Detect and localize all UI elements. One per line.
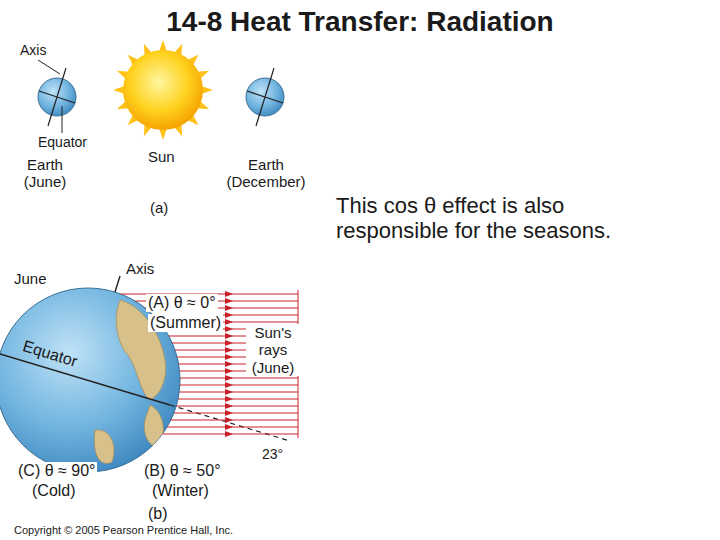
- sun-ray: [172, 343, 232, 344]
- sun-rays: [113, 40, 213, 140]
- equator-extension: [170, 405, 290, 441]
- sun-ray: [232, 427, 298, 428]
- sun-ray: [180, 385, 232, 386]
- earth-label: Earth (June): [14, 156, 76, 191]
- earth-small: [38, 78, 76, 116]
- continent: [144, 405, 163, 446]
- sun-ray: [232, 315, 298, 316]
- part-label: (a): [150, 199, 168, 216]
- angle-label: (C) θ ≈ 90°: [16, 462, 97, 480]
- sun: [123, 50, 203, 130]
- month-label: June: [14, 270, 47, 287]
- copyright-text: Copyright © 2005 Pearson Prentice Hall, …: [14, 524, 233, 537]
- angle-label: (A) θ ≈ 0°: [146, 294, 218, 312]
- sun-ray: [174, 413, 232, 414]
- leader-line: [38, 60, 60, 74]
- sun-ray: [162, 434, 232, 435]
- season-label: (Cold): [30, 482, 78, 500]
- equator-line: [247, 91, 283, 103]
- axis-label: Axis: [126, 260, 154, 277]
- continent: [94, 430, 114, 464]
- season-label: (Winter): [150, 482, 211, 500]
- sun-ray: [171, 420, 232, 421]
- sun-ray: [232, 294, 298, 295]
- sun-ray: [179, 392, 232, 393]
- sun-ray: [232, 378, 298, 379]
- rays-label: Sun's rays (June): [246, 324, 300, 376]
- part-label: (b): [148, 505, 168, 523]
- equator-label: Equator: [38, 134, 87, 150]
- sun-ray: [232, 322, 298, 323]
- sun-ray: [177, 357, 232, 358]
- earth-small: [246, 78, 284, 116]
- sun-ray: [232, 308, 298, 309]
- equator-line: [39, 91, 75, 103]
- sun-ray: [232, 413, 298, 414]
- sun-ray: [167, 427, 232, 428]
- angle-label: (B) θ ≈ 50°: [142, 462, 223, 480]
- earth-label: Earth (December): [218, 156, 314, 191]
- sun-ray: [180, 378, 232, 379]
- sun-ray: [232, 399, 298, 400]
- sun-ray: [232, 392, 298, 393]
- note-text: This cos θ effect is also responsible fo…: [336, 193, 676, 244]
- slide-title: 14-8 Heat Transfer: Radiation: [0, 6, 720, 38]
- sun-ray: [232, 385, 298, 386]
- axis-label: Axis: [20, 42, 46, 58]
- sun-ray: [176, 406, 232, 407]
- sun-ray: [180, 371, 232, 372]
- sun-ray: [175, 350, 232, 351]
- sun-ray: [232, 406, 298, 407]
- sun-ray: [169, 336, 232, 337]
- sun-ray: [232, 420, 298, 421]
- axis-line: [115, 276, 120, 292]
- sun-ray: [179, 364, 232, 365]
- sun-label: Sun: [148, 148, 175, 165]
- sun-ray: [232, 301, 298, 302]
- sun-ray: [178, 399, 232, 400]
- sun-ray: [232, 434, 298, 435]
- angle-label: 23°: [262, 446, 283, 462]
- leader-line: [62, 106, 63, 133]
- season-label: (Summer): [148, 314, 223, 332]
- equator-line: [0, 354, 170, 405]
